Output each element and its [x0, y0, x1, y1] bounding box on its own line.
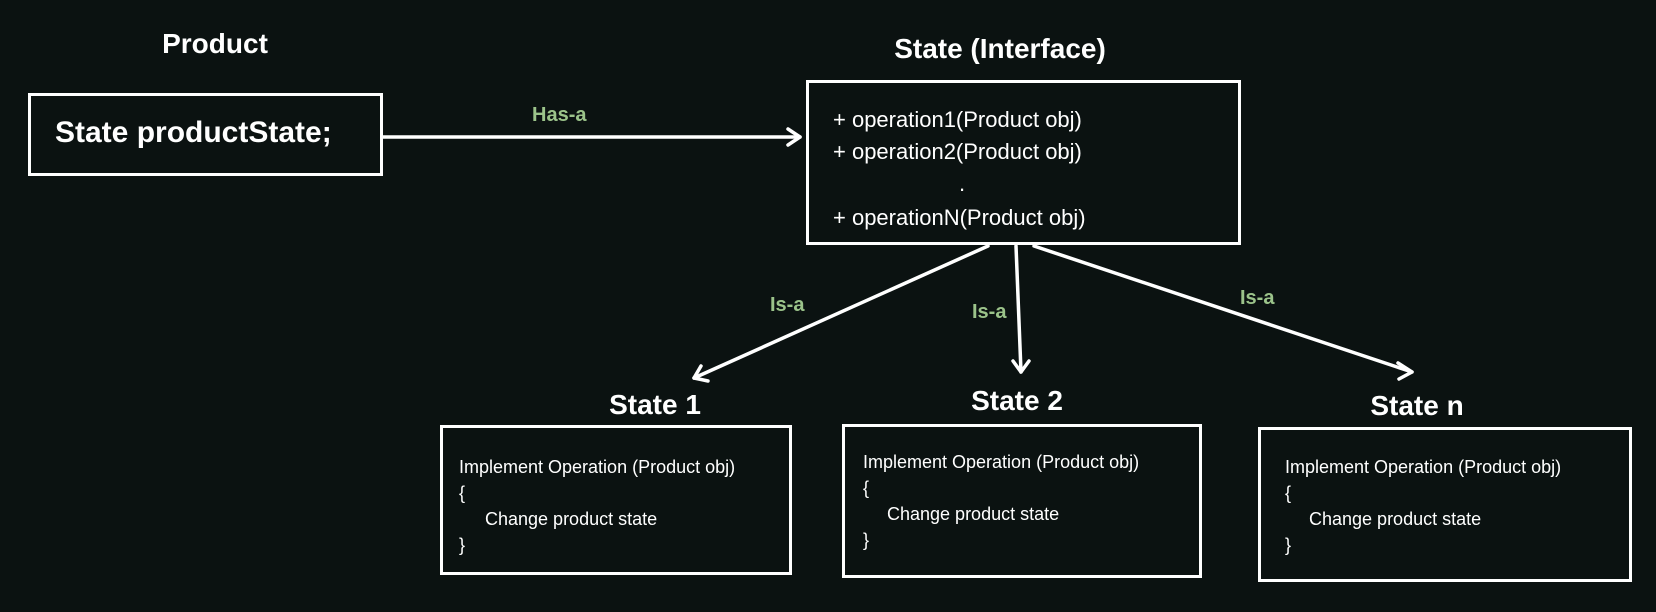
product-box: State productState;: [28, 93, 383, 176]
state-1-title: State 1: [609, 389, 701, 420]
state-1-line-3: Change product state: [485, 509, 658, 529]
is-a-arrowhead-1: [692, 364, 710, 383]
state-n-title: State n: [1370, 390, 1464, 421]
interface-method-2: + operation2(Product obj): [833, 139, 1082, 164]
product-field: State productState;: [55, 116, 332, 149]
is-a-label-1: Is-a: [770, 294, 805, 316]
has-a-label: Has-a: [532, 104, 587, 126]
is-a-label-2: Is-a: [972, 301, 1007, 323]
is-a-label-n: Is-a: [1240, 287, 1275, 309]
state-n-line-4: }: [1285, 535, 1292, 555]
state-2-line-3: Change product state: [887, 504, 1060, 524]
state-1-line-2: {: [459, 483, 466, 503]
state-2-title: State 2: [971, 385, 1063, 416]
interface-method-n: + operationN(Product obj): [833, 205, 1086, 230]
product-title: Product: [162, 28, 268, 59]
interface-method-1: + operation1(Product obj): [833, 107, 1082, 132]
is-a-arrowhead-n: [1396, 361, 1414, 381]
state-2-line-4: }: [863, 530, 870, 550]
interface-title: State (Interface): [894, 33, 1106, 64]
is-a-arrowhead-2: [1011, 359, 1031, 374]
state-n-line-1: Implement Operation (Product obj): [1285, 457, 1562, 477]
is-a-arrow-2: [1014, 244, 1023, 374]
state-1-line-1: Implement Operation (Product obj): [459, 457, 736, 477]
state-2-box: Implement Operation (Product obj) { Chan…: [842, 424, 1202, 578]
state-n-box: Implement Operation (Product obj) { Chan…: [1258, 427, 1632, 582]
interface-box: + operation1(Product obj) + operation2(P…: [806, 80, 1241, 245]
state-n-line-3: Change product state: [1309, 509, 1482, 529]
interface-method-ellipsis: .: [959, 171, 966, 196]
is-a-arrow-1: [692, 244, 990, 380]
state-2-line-1: Implement Operation (Product obj): [863, 452, 1140, 472]
state-1-box: Implement Operation (Product obj) { Chan…: [440, 425, 792, 575]
is-a-arrow-n: [1032, 244, 1414, 374]
has-a-arrowhead: [786, 127, 802, 147]
state-1-line-4: }: [459, 535, 466, 555]
state-n-line-2: {: [1285, 483, 1292, 503]
state-2-line-2: {: [863, 478, 870, 498]
